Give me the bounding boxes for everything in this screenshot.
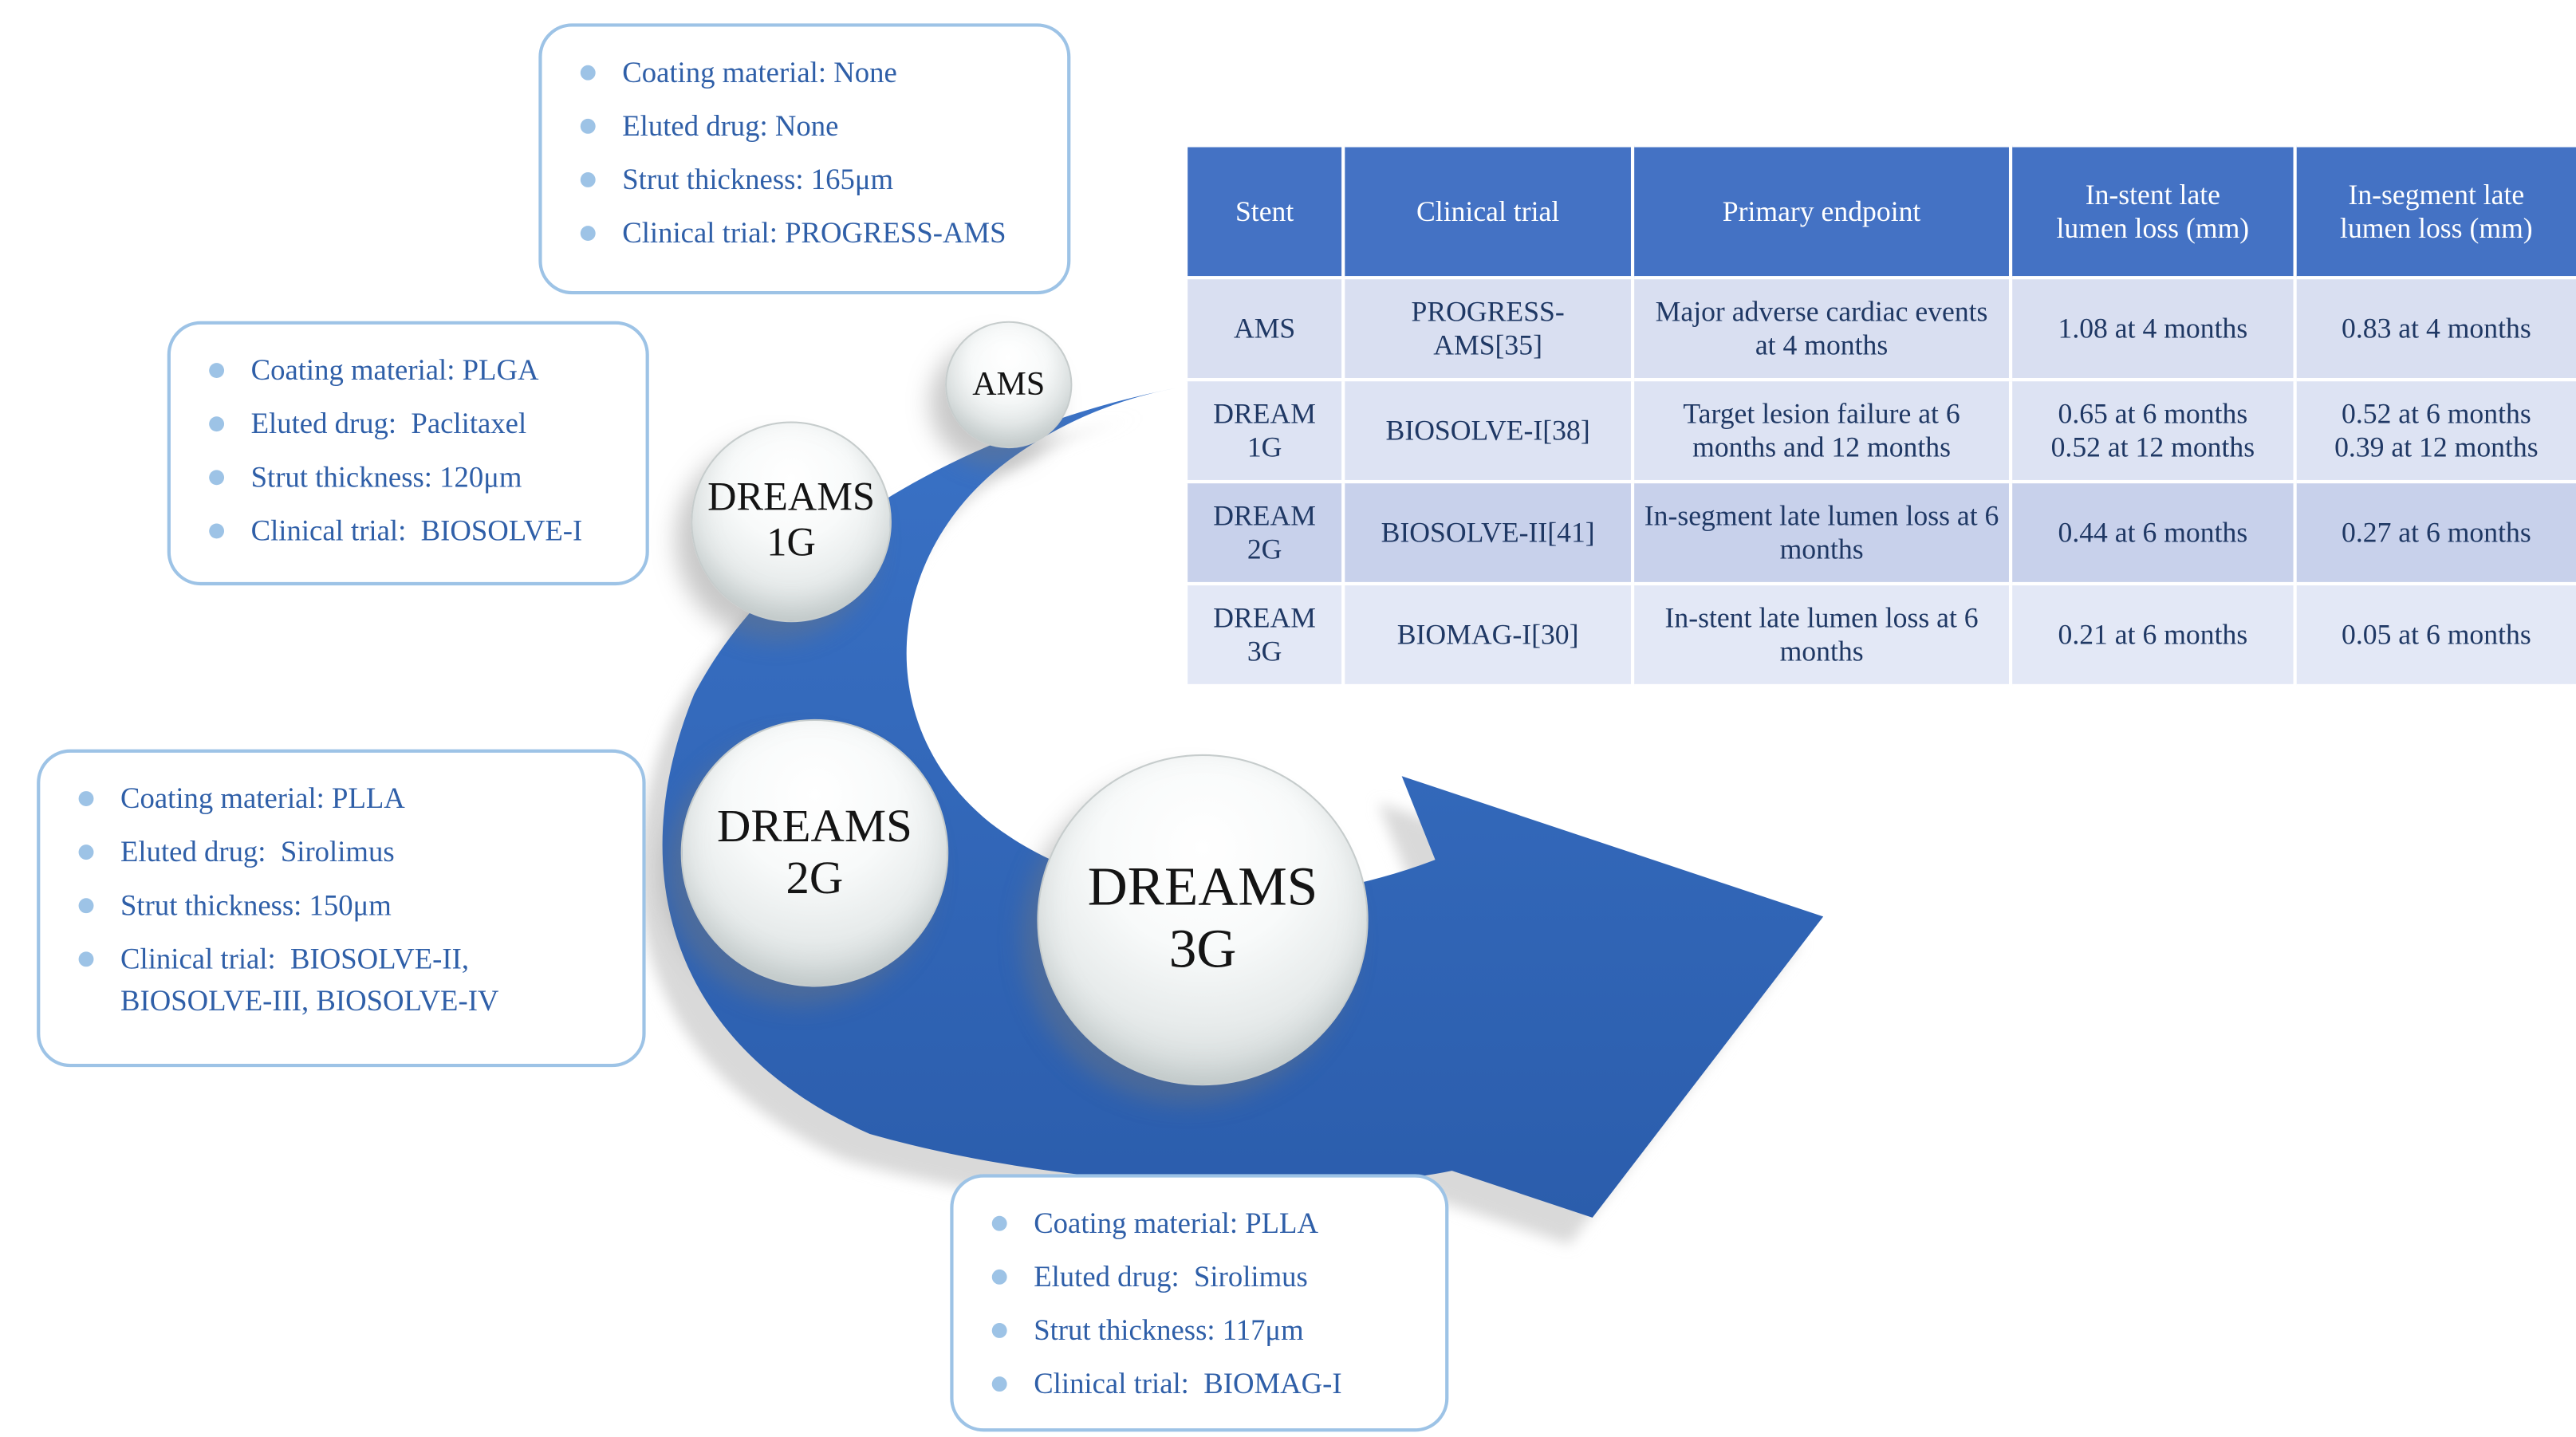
list-item: Eluted drug: Sirolimus	[977, 1256, 1422, 1297]
list-item: Eluted drug: Sirolimus	[64, 831, 619, 872]
cell-endpoint: Target lesion failure at 6 months and 12…	[1630, 378, 2013, 484]
cell-trial: BIOSOLVE-I[38]	[1341, 378, 1635, 484]
list-item: Coating material: PLLA	[64, 778, 619, 819]
cell-endpoint: In-segment late lumen loss at 6 months	[1630, 479, 2013, 586]
callout-text: Strut thickness: 165μm	[622, 162, 894, 196]
cell-trial: BIOMAG-I[30]	[1341, 581, 1635, 688]
table-header-row: Stent Clinical trial Primary endpoint In…	[1184, 144, 2576, 280]
bullet-icon	[209, 523, 225, 539]
list-item: Clinical trial: BIOMAG-I	[977, 1363, 1422, 1404]
cell-in-segment: 0.05 at 6 months	[2293, 581, 2576, 688]
cell-in-segment: 0.27 at 6 months	[2293, 479, 2576, 586]
bullet-icon	[991, 1269, 1007, 1285]
list-item: Clinical trial: BIOSOLVE-II, BIOSOLVE-II…	[64, 939, 619, 1022]
bullet-icon	[209, 363, 225, 379]
callout-text: Coating material: None	[622, 55, 897, 89]
cell-stent: DREAM 2G	[1184, 479, 1345, 586]
node-dreams-3g: DREAMS 3G	[1037, 754, 1369, 1086]
bullet-icon	[580, 65, 596, 81]
list-item: Coating material: PLLA	[977, 1203, 1422, 1244]
list-item: Eluted drug: None	[565, 105, 1044, 147]
callout-text: Eluted drug: Sirolimus	[120, 834, 395, 868]
bullet-icon	[209, 416, 225, 432]
cell-in-stent: 1.08 at 4 months	[2008, 276, 2297, 382]
cell-in-stent: 0.65 at 6 months 0.52 at 12 months	[2008, 378, 2297, 484]
table-row: AMS PROGRESS- AMS[35] Major adverse card…	[1184, 276, 2576, 382]
callout-dreams2g-list: Coating material: PLLA Eluted drug: Siro…	[64, 778, 619, 1022]
table-row: DREAM 3G BIOMAG-I[30] In-stent late lume…	[1184, 581, 2576, 688]
callout-dreams-1g: Coating material: PLGA Eluted drug: Pacl…	[167, 321, 649, 586]
list-item: Strut thickness: 150μm	[64, 885, 619, 927]
callout-text: Clinical trial: BIOSOLVE-I	[250, 513, 583, 547]
table-row: DREAM 2G BIOSOLVE-II[41] In-segment late…	[1184, 479, 2576, 586]
callout-text: Eluted drug: None	[622, 108, 839, 143]
header-in-stent-loss: In-stent late lumen loss (mm)	[2008, 144, 2297, 280]
callout-text: Strut thickness: 117μm	[1034, 1313, 1304, 1347]
bullet-icon	[580, 226, 596, 242]
bullet-icon	[78, 791, 94, 806]
callout-text: Coating material: PLLA	[120, 781, 405, 815]
callout-ams: Coating material: None Eluted drug: None…	[538, 23, 1071, 295]
list-item: Coating material: PLGA	[194, 349, 622, 391]
results-table: Stent Clinical trial Primary endpoint In…	[1184, 144, 2576, 688]
callout-text: Clinical trial: PROGRESS-AMS	[622, 215, 1006, 250]
bullet-icon	[78, 951, 94, 967]
callout-dreams-2g: Coating material: PLLA Eluted drug: Siro…	[37, 749, 646, 1068]
node-label: DREAMS 2G	[717, 800, 912, 905]
callout-text: Clinical trial: BIOSOLVE-II, BIOSOLVE-II…	[120, 941, 499, 1018]
node-dreams-2g: DREAMS 2G	[680, 718, 949, 987]
callout-text: Eluted drug: Paclitaxel	[250, 406, 527, 440]
callout-dreams3g-list: Coating material: PLLA Eluted drug: Siro…	[977, 1203, 1422, 1405]
header-stent: Stent	[1184, 144, 1345, 280]
callout-dreams1g-list: Coating material: PLGA Eluted drug: Pacl…	[194, 349, 622, 552]
callout-text: Strut thickness: 120μm	[250, 459, 522, 494]
cell-endpoint: In-stent late lumen loss at 6 months	[1630, 581, 2013, 688]
node-dreams-1g: DREAMS 1G	[691, 421, 892, 623]
bullet-icon	[991, 1323, 1007, 1338]
list-item: Strut thickness: 165μm	[565, 159, 1044, 200]
cell-in-segment: 0.52 at 6 months 0.39 at 12 months	[2293, 378, 2576, 484]
list-item: Strut thickness: 120μm	[194, 457, 622, 498]
list-item: Clinical trial: PROGRESS-AMS	[565, 212, 1044, 254]
cell-in-segment: 0.83 at 4 months	[2293, 276, 2576, 382]
bullet-icon	[991, 1376, 1007, 1392]
list-item: Eluted drug: Paclitaxel	[194, 403, 622, 444]
node-label: AMS	[972, 365, 1046, 404]
cell-trial: BIOSOLVE-II[41]	[1341, 479, 1635, 586]
callout-text: Eluted drug: Sirolimus	[1034, 1259, 1308, 1293]
cell-stent: DREAM 3G	[1184, 581, 1345, 688]
cell-stent: DREAM 1G	[1184, 378, 1345, 484]
callout-text: Clinical trial: BIOMAG-I	[1034, 1366, 1342, 1400]
callout-ams-list: Coating material: None Eluted drug: None…	[565, 52, 1044, 254]
header-clinical-trial: Clinical trial	[1341, 144, 1635, 280]
bullet-icon	[580, 172, 596, 187]
bullet-icon	[78, 898, 94, 914]
cell-in-stent: 0.21 at 6 months	[2008, 581, 2297, 688]
callout-text: Strut thickness: 150μm	[120, 888, 392, 922]
callout-text: Coating material: PLGA	[250, 352, 539, 387]
table-row: DREAM 1G BIOSOLVE-I[38] Target lesion fa…	[1184, 378, 2576, 484]
header-in-segment-loss: In-segment late lumen loss (mm)	[2293, 144, 2576, 280]
cell-stent: AMS	[1184, 276, 1345, 382]
bullet-icon	[78, 844, 94, 860]
cell-trial: PROGRESS- AMS[35]	[1341, 276, 1635, 382]
bullet-icon	[209, 470, 225, 486]
cell-in-stent: 0.44 at 6 months	[2008, 479, 2297, 586]
header-primary-endpoint: Primary endpoint	[1630, 144, 2013, 280]
list-item: Clinical trial: BIOSOLVE-I	[194, 510, 622, 552]
callout-dreams-3g: Coating material: PLLA Eluted drug: Siro…	[950, 1174, 1449, 1432]
node-label: DREAMS 1G	[707, 477, 875, 565]
list-item: Coating material: None	[565, 52, 1044, 93]
callout-text: Coating material: PLLA	[1034, 1206, 1318, 1240]
bullet-icon	[580, 118, 596, 134]
node-label: DREAMS 3G	[1087, 858, 1318, 981]
bullet-icon	[991, 1215, 1007, 1231]
list-item: Strut thickness: 117μm	[977, 1309, 1422, 1351]
node-ams: AMS	[945, 321, 1073, 449]
cell-endpoint: Major adverse cardiac events at 4 months	[1630, 276, 2013, 382]
